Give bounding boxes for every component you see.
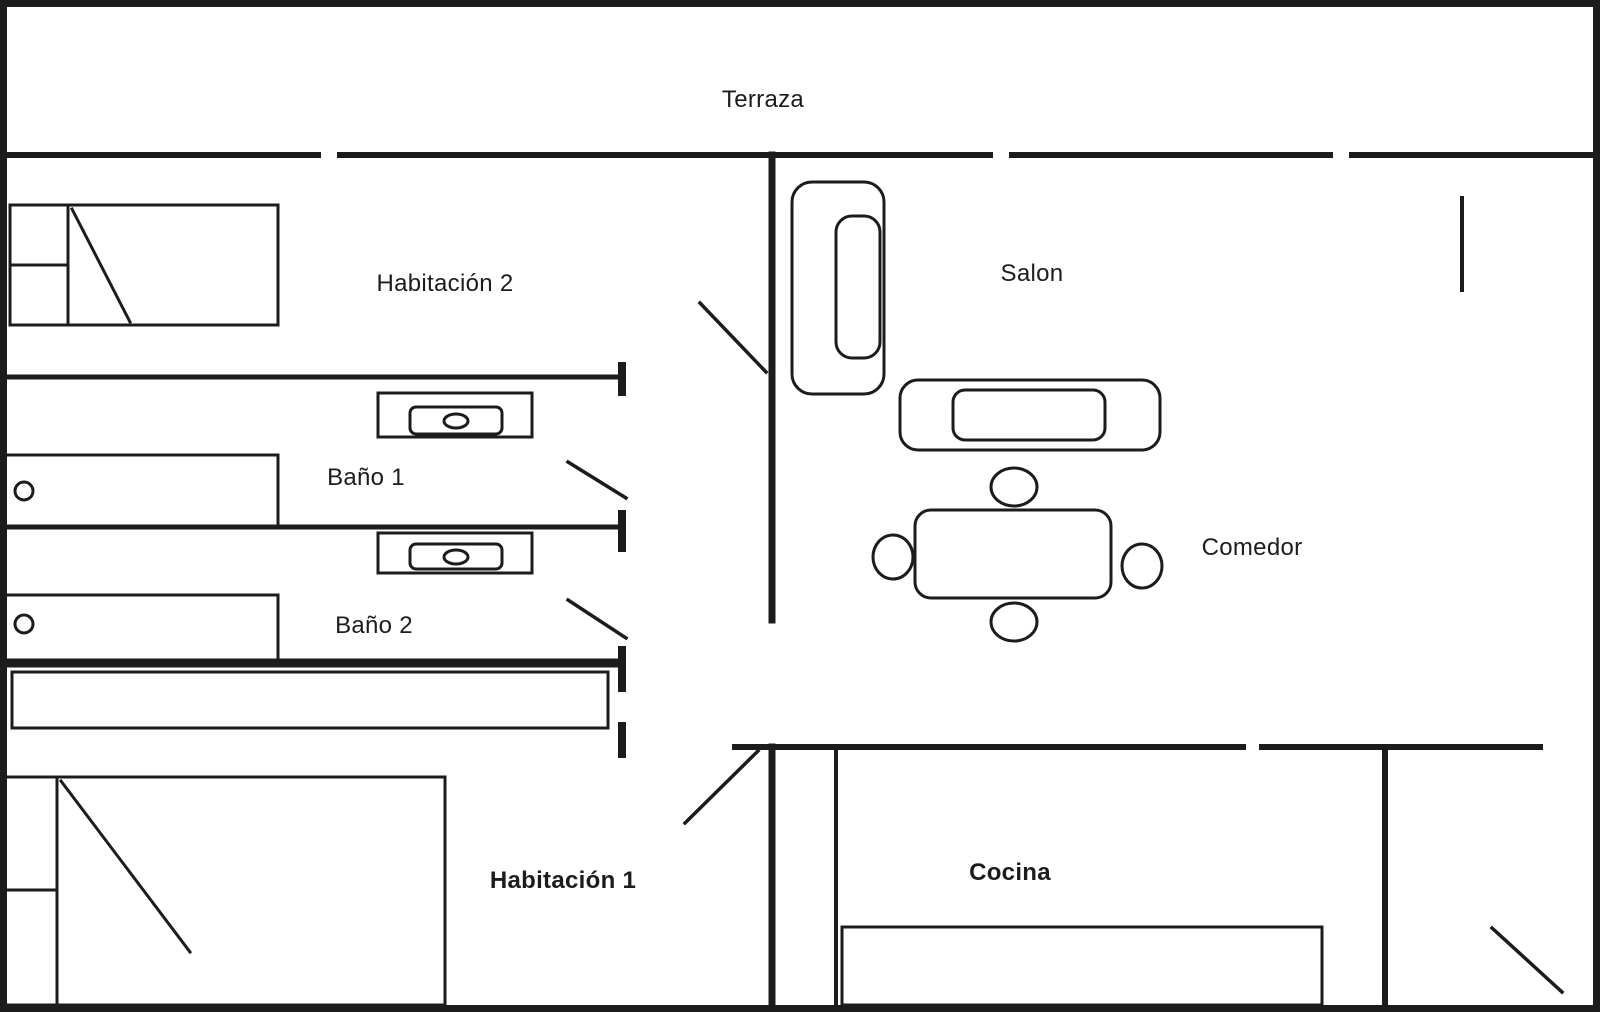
room-label-bano1: Baño 1 (327, 464, 405, 491)
kitchen-counter-icon (840, 925, 1324, 1007)
washbasin-icon (376, 531, 534, 575)
wardrobe-icon (10, 670, 610, 730)
door-leaf-icon (565, 459, 629, 501)
room-label-habitacion2: Habitación 2 (376, 270, 514, 297)
bathtub-icon (1, 593, 280, 664)
door-leaf-icon (682, 748, 761, 826)
door-leaf-icon (697, 300, 769, 375)
room-label-habitacion1: Habitación 1 (489, 867, 637, 894)
door-leaf-icon (565, 597, 629, 641)
bathtub-icon (1, 453, 280, 529)
single-bed-icon (1, 775, 447, 1007)
dining-table-icon (913, 508, 1113, 600)
furniture (1, 180, 1324, 1007)
room-label-bano2: Baño 2 (335, 612, 413, 639)
room-label-salon: Salon (1000, 260, 1064, 287)
single-bed-icon (8, 203, 280, 327)
room-label-comedor: Comedor (1201, 534, 1303, 561)
sofa-icon (898, 378, 1162, 452)
dining-chair-icon (989, 466, 1039, 508)
door-leaf-icon (1489, 925, 1565, 995)
doors (565, 300, 1565, 995)
interior-walls (0, 151, 1543, 1012)
dining-chair-icon (871, 533, 915, 581)
dining-chair-icon (989, 601, 1039, 643)
dining-chair-icon (1120, 542, 1164, 590)
armchair-icon (790, 180, 886, 396)
room-label-terraza: Terraza (721, 86, 805, 113)
washbasin-icon (376, 391, 534, 439)
room-label-cocina: Cocina (969, 859, 1051, 886)
